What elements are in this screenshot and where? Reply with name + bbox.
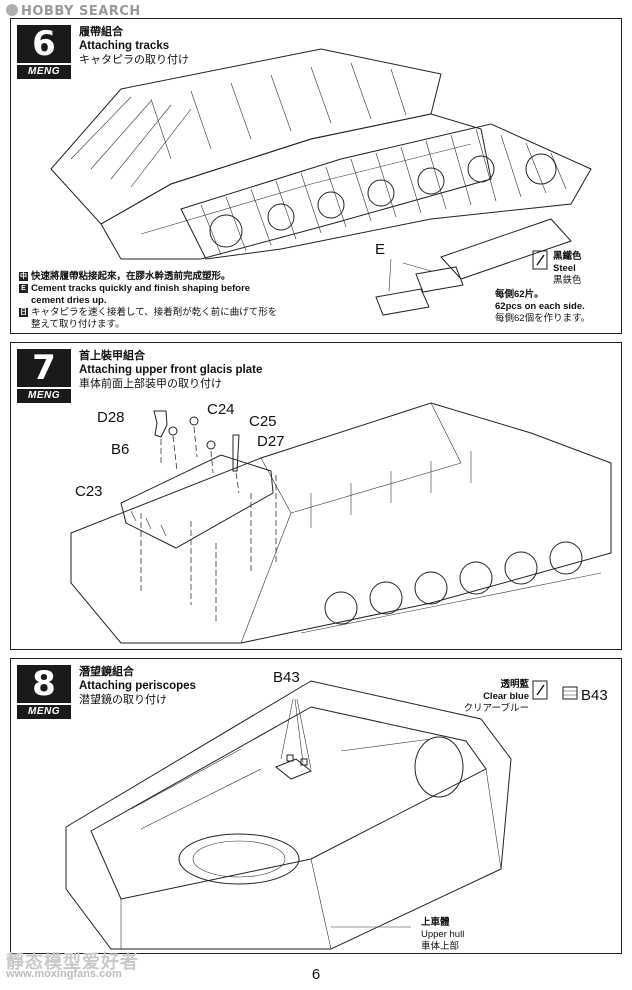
watermark-text: HOBBY SEARCH xyxy=(21,4,141,19)
step-badge: 6 MENG xyxy=(17,25,71,79)
step-titles: 潛望鏡組合 Attaching periscopes 潜望鏡の取り付け xyxy=(79,665,196,707)
turret-ring xyxy=(178,833,300,885)
paint-steel: 黑鐵色 Steel 黒鉄色 xyxy=(553,251,582,287)
hull-zh: 上車體 xyxy=(421,917,450,928)
flag-ja: 日 xyxy=(19,308,28,317)
track-link-parts xyxy=(375,218,572,316)
quantity-en: 62pcs on each side. xyxy=(495,301,585,312)
title-en: Attaching tracks xyxy=(79,40,170,52)
glacis-plate-c23 xyxy=(120,454,274,549)
part-label-e: E xyxy=(375,241,386,258)
hull-en: Upper hull xyxy=(421,929,465,940)
quantity-zh: 每側62片。 xyxy=(495,289,544,300)
step-number: 8 xyxy=(17,665,71,703)
hull-ja: 車体上部 xyxy=(421,941,460,952)
part-label-c25: C25 xyxy=(249,413,277,430)
paint-zh: 透明藍 xyxy=(500,679,529,690)
page-number: 6 xyxy=(311,966,321,983)
paint-zh: 黑鐵色 xyxy=(553,251,582,262)
paint-clear-blue: 透明藍 Clear blue クリアーブルー xyxy=(457,679,529,715)
paint-ja: クリアーブルー xyxy=(463,703,529,714)
step-titles: 履帶組合 Attaching tracks キャタピラの取り付け xyxy=(79,25,189,67)
part-label-b6: B6 xyxy=(111,441,130,458)
step-titles: 首上裝甲組合 Attaching upper front glacis plat… xyxy=(79,349,262,391)
step-6-panel: 6 MENG 履帶組合 Attaching tracks キャタピラの取り付け xyxy=(10,18,622,334)
title-en: Attaching upper front glacis plate xyxy=(79,364,263,376)
note-zh: 中快速將履帶粘接起來，在膠水幹透前完成塑形。 xyxy=(19,271,231,282)
brand-logo: MENG xyxy=(17,705,71,719)
part-label-d27: D27 xyxy=(257,433,285,450)
moxingfans-url: www.moxingfans.com xyxy=(6,968,122,980)
step-7-panel: 7 MENG 首上裝甲組合 Attaching upper front glac… xyxy=(10,342,622,650)
step-8-panel: 8 MENG 潛望鏡組合 Attaching periscopes 潜望鏡の取り… xyxy=(10,658,622,954)
note-ja: 日キャタピラを速く接着して、接着剤が乾く前に曲げて形を整えて取り付けます。 xyxy=(19,307,278,330)
paint-part-b43: B43 xyxy=(581,687,608,704)
quantity-ja: 每側62個を作ります。 xyxy=(495,313,591,324)
glacis-assembly-drawing xyxy=(70,402,612,644)
hull-label: 上車體 Upper hull 車体上部 xyxy=(421,917,464,953)
paint-en: Clear blue xyxy=(483,691,529,702)
part-label-d28: D28 xyxy=(97,409,125,426)
periscope-mounts xyxy=(275,698,312,780)
step-badge: 7 MENG xyxy=(17,349,71,403)
step-number: 7 xyxy=(17,349,71,387)
running-gear xyxy=(300,541,602,634)
hatch-opening xyxy=(414,736,464,798)
part-label-c24: C24 xyxy=(207,401,235,418)
hobbysearch-watermark: HOBBY SEARCH xyxy=(6,4,141,19)
title-ja: キャタピラの取り付け xyxy=(79,54,189,66)
track-assembly-drawing xyxy=(50,48,592,316)
front-track-links xyxy=(200,128,567,256)
small-parts xyxy=(153,410,240,494)
brand-logo: MENG xyxy=(17,389,71,403)
step-number: 6 xyxy=(17,25,71,63)
hobbysearch-logo-icon xyxy=(6,4,18,16)
flag-zh: 中 xyxy=(19,272,28,281)
brand-logo: MENG xyxy=(17,65,71,79)
title-en: Attaching periscopes xyxy=(79,680,196,692)
quantity-note: 每側62片。 62pcs on each side. 每側62個を作ります。 xyxy=(495,289,590,325)
step-badge: 8 MENG xyxy=(17,665,71,719)
part-label-b43: B43 xyxy=(273,669,300,686)
periscope-assembly-drawing xyxy=(65,680,578,950)
rear-track-links xyxy=(70,62,407,188)
part-glyph-icon xyxy=(562,686,578,700)
title-ja: 車体前面上部装甲の取り付け xyxy=(79,378,222,390)
flag-en: E xyxy=(19,284,28,293)
title-zh: 履帶組合 xyxy=(79,26,123,38)
paint-en: Steel xyxy=(553,263,576,274)
title-zh: 首上裝甲組合 xyxy=(79,350,145,362)
road-wheels xyxy=(209,153,557,248)
paint-ja: 黒鉄色 xyxy=(553,275,582,286)
brush-icon xyxy=(536,684,545,696)
title-zh: 潛望鏡組合 xyxy=(79,666,134,678)
title-ja: 潜望鏡の取り付け xyxy=(79,694,167,706)
part-label-c23: C23 xyxy=(75,483,103,500)
moxingfans-watermark: 靜态模型爱好者 xyxy=(6,952,139,973)
brush-icon xyxy=(536,254,545,266)
